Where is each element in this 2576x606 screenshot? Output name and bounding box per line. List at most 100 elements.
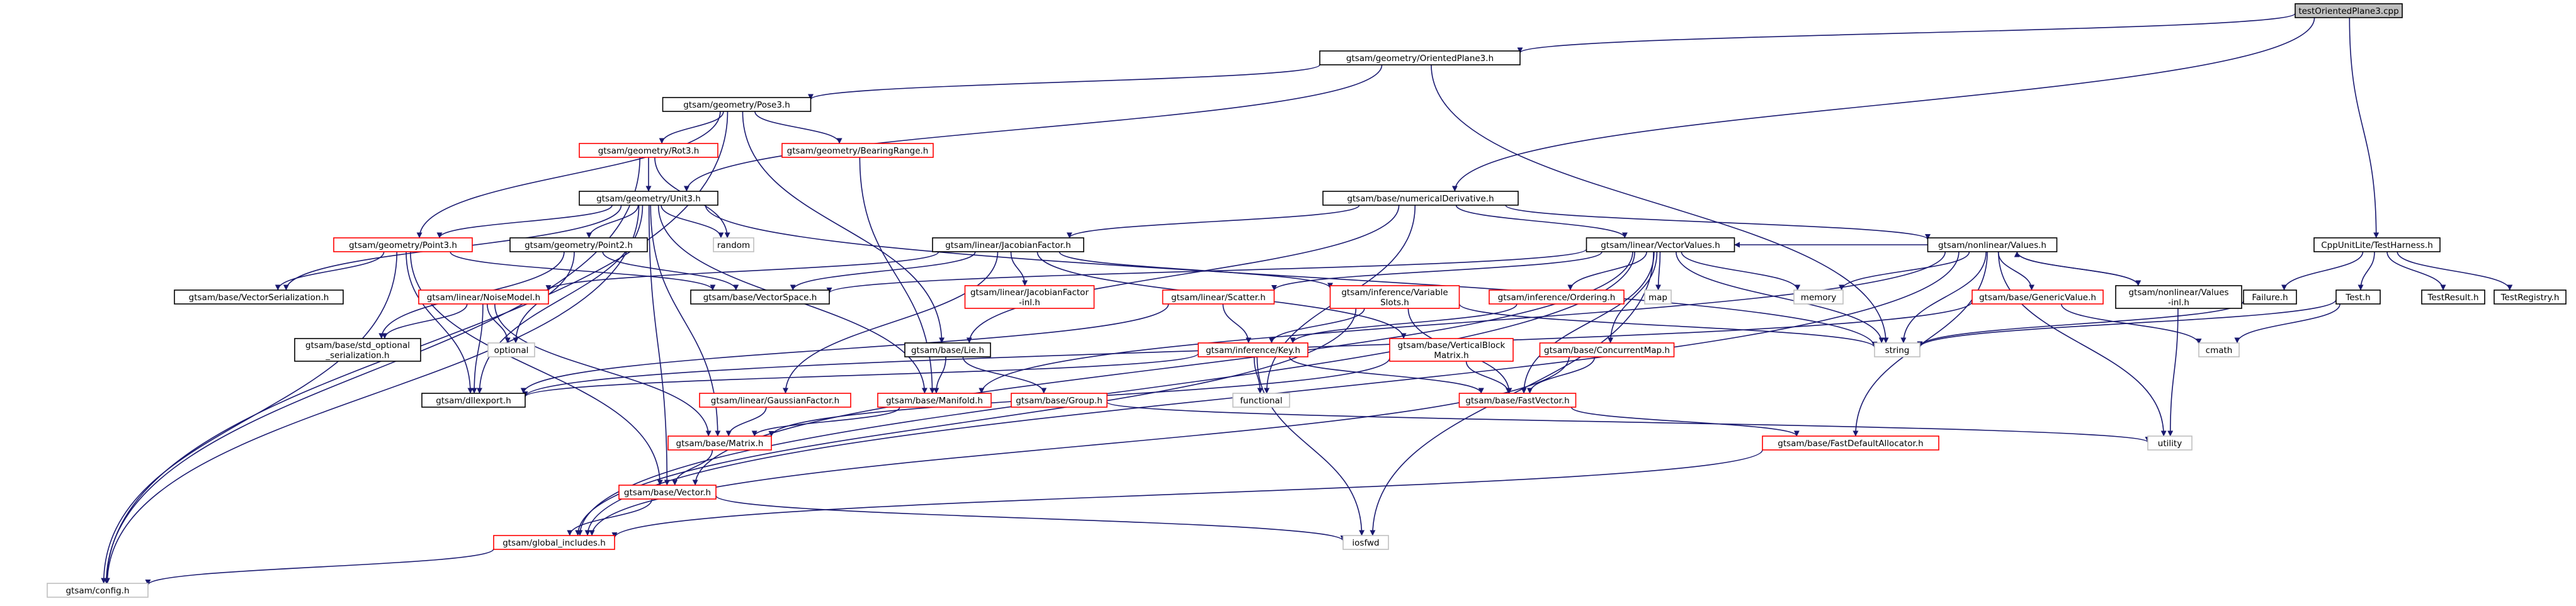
node-testregistry[interactable]: TestRegistry.h [2494, 289, 2567, 305]
node-genericvalue[interactable]: gtsam/base/GenericValue.h [1972, 289, 2104, 305]
node-box-config [47, 583, 149, 598]
node-gaussianfactor[interactable]: gtsam/linear/GaussianFactor.h [699, 393, 851, 408]
node-rot3[interactable]: gtsam/geometry/Rot3.h [579, 143, 718, 158]
node-vectorspace[interactable]: gtsam/base/VectorSpace.h [690, 289, 830, 305]
node-box-bearingrange [781, 143, 934, 158]
node-box-string [1874, 342, 1921, 357]
edge-vectorvalues-to-string [1676, 251, 1885, 344]
node-box-stdoptional [294, 338, 421, 362]
edge-manifold-to-matrix [751, 407, 900, 437]
node-label-map: map [1648, 293, 1667, 303]
node-label-matrix: gtsam/base/Matrix.h [676, 439, 764, 449]
node-group[interactable]: gtsam/base/Group.h [1011, 393, 1108, 408]
edge-values-to-genericvalue [1997, 251, 2034, 291]
edge-bearingrange-to-manifold [859, 157, 936, 394]
node-box-orientedplane3 [1319, 50, 1521, 65]
node-matrix[interactable]: gtsam/base/Matrix.h [667, 435, 772, 451]
edge-root-to-testharness [2349, 17, 2380, 238]
node-label-testresult: TestResult.h [2427, 293, 2478, 303]
node-box-vectorserialization [174, 289, 344, 305]
node-box-functional [1232, 393, 1290, 408]
node-box-dllexport [421, 393, 526, 408]
edge-gaussianfactor-to-matrix [725, 407, 767, 437]
edge-unit3-to-random [661, 205, 724, 238]
node-box-failure [2243, 289, 2297, 305]
node-jacobianfactor[interactable]: gtsam/linear/JacobianFactor.h [932, 237, 1084, 252]
node-label-globalincludes: gtsam/global_includes.h [502, 538, 606, 548]
node-box-variableslots [1329, 285, 1460, 309]
node-vector[interactable]: gtsam/base/Vector.h [618, 485, 717, 500]
edge-root-to-orientedplane3 [1517, 13, 2296, 53]
node-vectorserialization[interactable]: gtsam/base/VectorSerialization.h [174, 289, 344, 305]
node-label-bearingrange: gtsam/geometry/BearingRange.h [787, 146, 929, 156]
edge-key-to-fastvector [1289, 356, 1484, 394]
node-label-key: gtsam/inference/Key.h [1206, 345, 1300, 356]
node-unit3[interactable]: gtsam/geometry/Unit3.h [579, 191, 718, 206]
node-iosfwd: iosfwd [1342, 535, 1389, 550]
node-scatter[interactable]: gtsam/linear/Scatter.h [1162, 289, 1275, 305]
node-values[interactable]: gtsam/nonlinear/Values.h [1927, 237, 2058, 252]
node-pose3[interactable]: gtsam/geometry/Pose3.h [662, 97, 812, 112]
node-label-jacobianfactorinl-line1: gtsam/linear/JacobianFactor [970, 288, 1089, 298]
edge-concurrentmap-to-fastvector [1527, 356, 1596, 394]
edge-group-to-utility [1106, 401, 2151, 443]
node-box-optional [487, 342, 535, 357]
node-noisemodel[interactable]: gtsam/linear/NoiseModel.h [418, 289, 549, 305]
edge-values-to-utility [1998, 251, 2167, 437]
node-orientedplane3[interactable]: gtsam/geometry/OrientedPlane3.h [1319, 50, 1521, 65]
node-key[interactable]: gtsam/inference/Key.h [1198, 342, 1308, 357]
edge-numericalderivative-to-values [1505, 205, 1931, 240]
node-label-rot3: gtsam/geometry/Rot3.h [598, 146, 700, 156]
node-label-vectorspace: gtsam/base/VectorSpace.h [703, 293, 817, 303]
node-stdoptional[interactable]: gtsam/base/std_optional_serialization.h [294, 338, 421, 362]
node-concurrentmap[interactable]: gtsam/base/ConcurrentMap.h [1539, 342, 1675, 357]
edge-valuesinl-to-values [2014, 251, 2139, 286]
node-testh[interactable]: Test.h [2335, 289, 2381, 305]
edge-matrix-to-vector [672, 449, 713, 486]
node-ordering[interactable]: gtsam/inference/Ordering.h [1489, 289, 1625, 305]
node-label-vectorvalues: gtsam/linear/VectorValues.h [1601, 240, 1720, 250]
node-map: map [1644, 289, 1672, 305]
node-vectorvalues[interactable]: gtsam/linear/VectorValues.h [1586, 237, 1735, 252]
edge-key-to-dllexport [522, 352, 1199, 398]
node-label-gaussianfactor: gtsam/linear/GaussianFactor.h [711, 396, 839, 406]
node-config: gtsam/config.h [47, 583, 149, 598]
node-bearingrange[interactable]: gtsam/geometry/BearingRange.h [781, 143, 934, 158]
node-box-manifold [877, 393, 992, 408]
node-lie[interactable]: gtsam/base/Lie.h [904, 342, 991, 357]
edge-ordering-to-key [1290, 303, 1518, 344]
node-label-vectorserialization: gtsam/base/VectorSerialization.h [189, 293, 329, 303]
node-numericalderivative[interactable]: gtsam/base/numericalDerivative.h [1322, 191, 1519, 206]
edge-testharness-to-testh [2358, 251, 2375, 291]
node-jacobianfactorinl[interactable]: gtsam/linear/JacobianFactor-inl.h [964, 285, 1095, 309]
node-memory: memory [1793, 289, 1844, 305]
node-testresult[interactable]: TestResult.h [2421, 289, 2485, 305]
node-point2[interactable]: gtsam/geometry/Point2.h [509, 237, 648, 252]
edge-noisemodel-to-optional [487, 303, 511, 344]
node-label-point2: gtsam/geometry/Point2.h [525, 240, 633, 250]
node-box-fastvector [1458, 393, 1577, 408]
node-box-key [1198, 342, 1308, 357]
node-label-orientedplane3: gtsam/geometry/OrientedPlane3.h [1346, 53, 1494, 64]
node-label-numericalderivative: gtsam/base/numericalDerivative.h [1347, 194, 1494, 204]
node-dllexport[interactable]: gtsam/dllexport.h [421, 393, 526, 408]
node-box-values [1927, 237, 2058, 252]
node-globalincludes[interactable]: gtsam/global_includes.h [493, 535, 615, 550]
node-fastdefaultallocator[interactable]: gtsam/base/FastDefaultAllocator.h [1762, 435, 1939, 451]
node-fastvector[interactable]: gtsam/base/FastVector.h [1458, 393, 1577, 408]
node-box-concurrentmap [1539, 342, 1675, 357]
node-box-vectorspace [690, 289, 830, 305]
edge-pose3-to-point3 [416, 111, 721, 238]
node-point3[interactable]: gtsam/geometry/Point3.h [333, 237, 473, 252]
node-valuesinl[interactable]: gtsam/nonlinear/Values-inl.h [2115, 285, 2242, 309]
node-utility: utility [2147, 435, 2193, 451]
node-testharness[interactable]: CppUnitLite/TestHarness.h [2313, 237, 2441, 252]
node-label-failure: Failure.h [2252, 293, 2288, 303]
node-failure[interactable]: Failure.h [2243, 289, 2297, 305]
edge-pose3-to-lie [742, 111, 945, 344]
node-label-utility: utility [2158, 439, 2182, 449]
node-manifold[interactable]: gtsam/base/Manifold.h [877, 393, 992, 408]
